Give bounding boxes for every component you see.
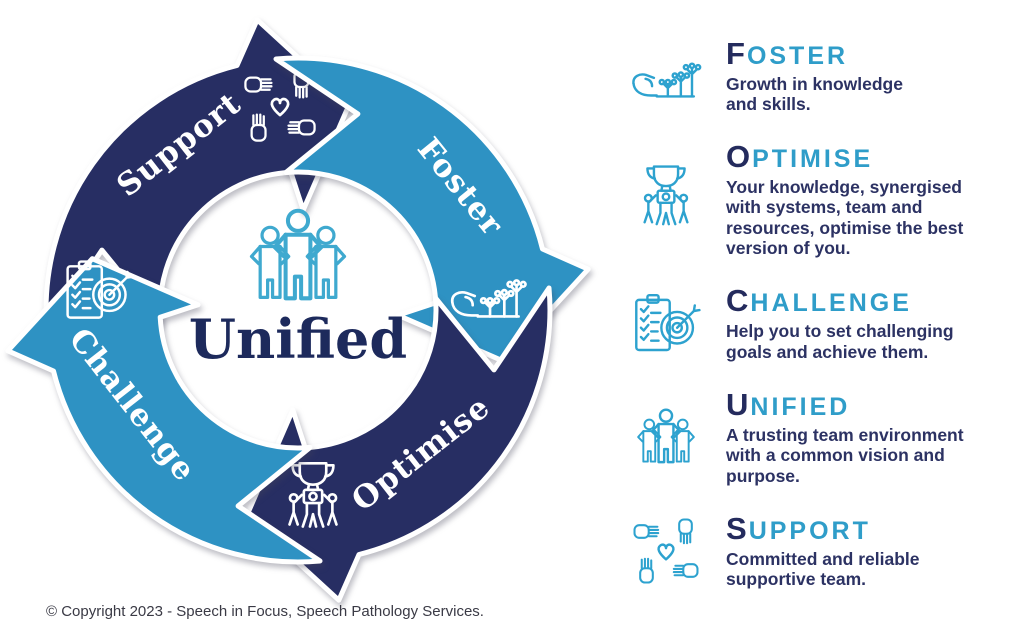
clipboard-target-icon: [626, 284, 706, 364]
segment-challenge: Challenge: [5, 256, 323, 565]
legend-heading-optimise: OPTIMISE: [726, 139, 874, 174]
unified-people-icon: [252, 211, 345, 299]
legend-description-optimise: Your knowledge, synergised with systems,…: [726, 177, 964, 259]
legend: FOSTER Growth in knowledge and skills. O…: [626, 36, 1018, 616]
legend-description-challenge: Help you to set challenging goals and ac…: [726, 321, 954, 362]
legend-item-challenge: CHALLENGE Help you to set challenging go…: [626, 284, 1018, 364]
legend-description-support: Committed and reliable supportive team.: [726, 548, 920, 590]
trophy-team-icon: [626, 160, 706, 240]
segment-optimise: Optimise: [244, 285, 553, 603]
legend-description-foster: Growth in knowledge and skills.: [726, 73, 903, 114]
legend-heading-unified: UNIFIED: [726, 386, 851, 422]
unified-people-icon: [626, 398, 706, 478]
segment-challenge-shape: [5, 256, 323, 565]
hand-plants-icon: [626, 36, 706, 116]
segment-foster: Foster: [273, 55, 591, 364]
legend-item-unified: UNIFIED A trusting team environment with…: [626, 389, 1018, 486]
legend-item-foster: FOSTER Growth in knowledge and skills.: [626, 36, 1018, 116]
hands-heart-icon: [626, 511, 706, 591]
unified-cycle-diagram: Support Foster Optimise Challenge Unifie…: [5, 17, 591, 603]
legend-description-unified: A trusting team environment with a commo…: [726, 424, 964, 486]
wheel-center: Unified: [189, 211, 407, 371]
legend-item-optimise: OPTIMISE Your knowledge, synergised with…: [626, 141, 1018, 259]
segment-support-shape: [43, 17, 352, 335]
legend-heading-foster: FOSTER: [726, 35, 849, 71]
copyright-notice: © Copyright 2023 - Speech in Focus, Spee…: [46, 603, 484, 620]
legend-item-support: SUPPORT Committed and reliable supportiv…: [626, 511, 1018, 591]
wheel-center-label: Unified: [189, 307, 407, 371]
legend-heading-challenge: CHALLENGE: [726, 283, 912, 319]
legend-heading-support: SUPPORT: [726, 510, 871, 546]
